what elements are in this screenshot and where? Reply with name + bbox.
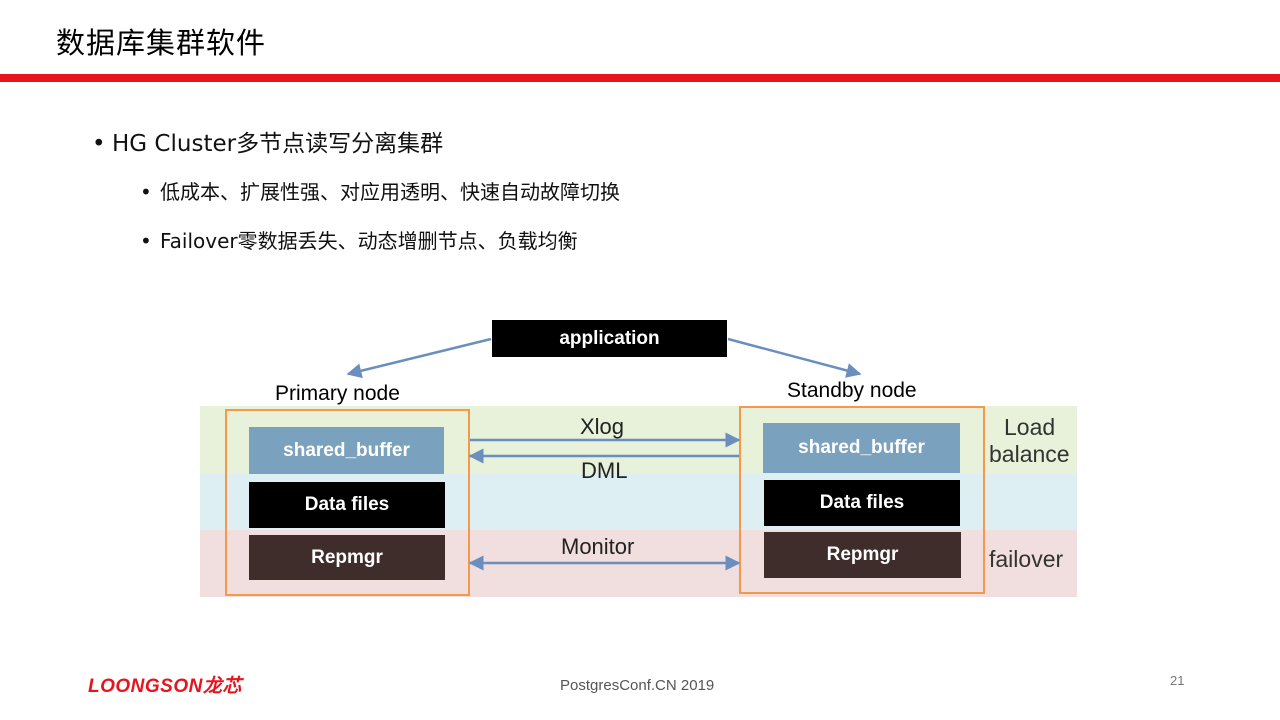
standby-data-files: Data files <box>764 480 960 526</box>
app-to-primary-arrow <box>346 337 492 379</box>
bullet-dot: • <box>140 229 152 253</box>
application-box: application <box>492 320 727 357</box>
failover-label: failover <box>989 546 1064 572</box>
primary-node-frame <box>225 409 470 596</box>
balance-label: balance <box>989 441 1070 467</box>
monitor-label: Monitor <box>561 534 635 559</box>
bullet-sub-1: • 低成本、扩展性强、对应用透明、快速自动故障切换 <box>140 176 620 205</box>
bullet-main-text: HG Cluster多节点读写分离集群 <box>112 131 444 157</box>
loongson-logo: LOONGSON龙芯 <box>88 676 242 697</box>
load-label: Load <box>1004 414 1056 440</box>
standby-node-label: Standby node <box>787 379 917 402</box>
bullet-dot: • <box>140 180 152 204</box>
dml-label: DML <box>581 458 628 483</box>
app-to-standby-arrow <box>727 337 862 378</box>
primary-data-files: Data files <box>249 482 445 528</box>
standby-repmgr: Repmgr <box>764 532 961 578</box>
xlog-label: Xlog <box>580 414 625 439</box>
standby-shared-buffer: shared_buffer <box>763 423 960 473</box>
bullet-main: •HG Cluster多节点读写分离集群 <box>92 124 443 158</box>
bullet-sub-2: • Failover零数据丢失、动态增删节点、负载均衡 <box>140 225 578 254</box>
title-rule <box>0 74 1280 82</box>
primary-shared-buffer: shared_buffer <box>249 427 444 474</box>
primary-repmgr: Repmgr <box>249 535 445 580</box>
bullet-dot: • <box>92 131 106 157</box>
bullet-sub-2-text: Failover零数据丢失、动态增删节点、负载均衡 <box>160 229 578 253</box>
page-number: 21 <box>1170 673 1185 688</box>
standby-node-frame <box>739 406 985 594</box>
conference-footer: PostgresConf.CN 2019 <box>560 677 715 694</box>
primary-node-label: Primary node <box>275 382 400 405</box>
slide-title: 数据库集群软件 <box>56 26 267 60</box>
bullet-sub-1-text: 低成本、扩展性强、对应用透明、快速自动故障切换 <box>160 180 620 204</box>
